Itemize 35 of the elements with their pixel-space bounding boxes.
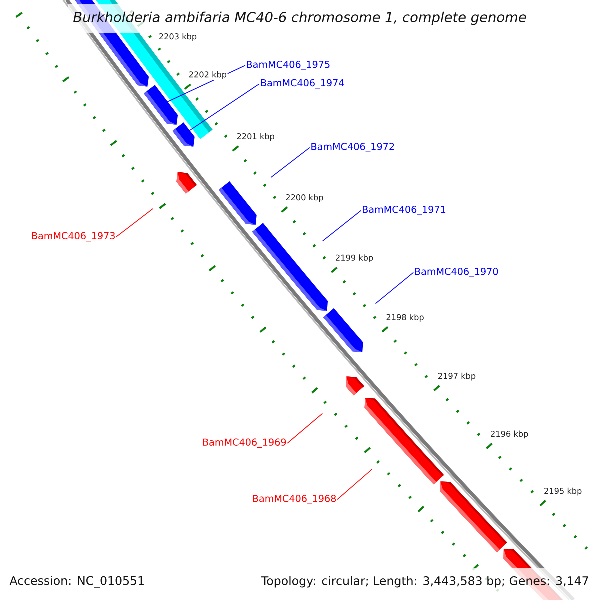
title: Burkholderia ambifaria MC40-6 chromosome 1, complete genome bbox=[68, 4, 532, 33]
gene-block bbox=[323, 308, 364, 352]
leader-line bbox=[116, 208, 154, 238]
scale-label: 2196 kbp bbox=[490, 430, 530, 440]
gene-block bbox=[172, 122, 195, 147]
scale-label: 2199 kbp bbox=[334, 254, 374, 264]
gene-block bbox=[440, 482, 508, 552]
genome-info-text: Topology: circular; Length: 3,443,583 bp; Genes: 3,147 bbox=[258, 568, 600, 600]
gene-label: BamMC406_1971 bbox=[363, 206, 446, 216]
gene-label: BamMC406_1969 bbox=[203, 438, 286, 448]
gene-block bbox=[144, 85, 178, 126]
scale-label: 2197 kbp bbox=[437, 372, 477, 382]
scale-label: 2202 kbp bbox=[188, 70, 228, 80]
gene-label: BamMC406_1972 bbox=[312, 143, 394, 152]
scale-label: 2201 kbp bbox=[236, 132, 276, 142]
gene-block bbox=[364, 398, 444, 485]
leader-line bbox=[188, 84, 260, 132]
leader-line bbox=[322, 210, 362, 242]
gene-block bbox=[176, 172, 198, 194]
scale-label: 2195 kbp bbox=[543, 487, 583, 496]
scale-label: 2200 kbp bbox=[284, 194, 325, 203]
scale-label: 2198 kbp bbox=[385, 313, 426, 323]
accession-text: Accession: NC_010551 bbox=[10, 576, 144, 588]
gene-label: BamMC406_1973 bbox=[32, 232, 115, 242]
leader-line bbox=[287, 413, 324, 444]
leader-line bbox=[270, 147, 310, 178]
leader-line bbox=[375, 272, 414, 304]
gene-label: BamMC406_1974 bbox=[261, 79, 344, 89]
gene-label: BamMC406_1975 bbox=[247, 60, 330, 70]
leader-line bbox=[337, 469, 373, 500]
gene-label: BamMC406_1968 bbox=[253, 495, 336, 504]
gene-block bbox=[346, 376, 364, 396]
gene-block bbox=[218, 181, 257, 226]
gene-label: BamMC406_1970 bbox=[415, 268, 498, 278]
gene-block bbox=[252, 223, 328, 312]
